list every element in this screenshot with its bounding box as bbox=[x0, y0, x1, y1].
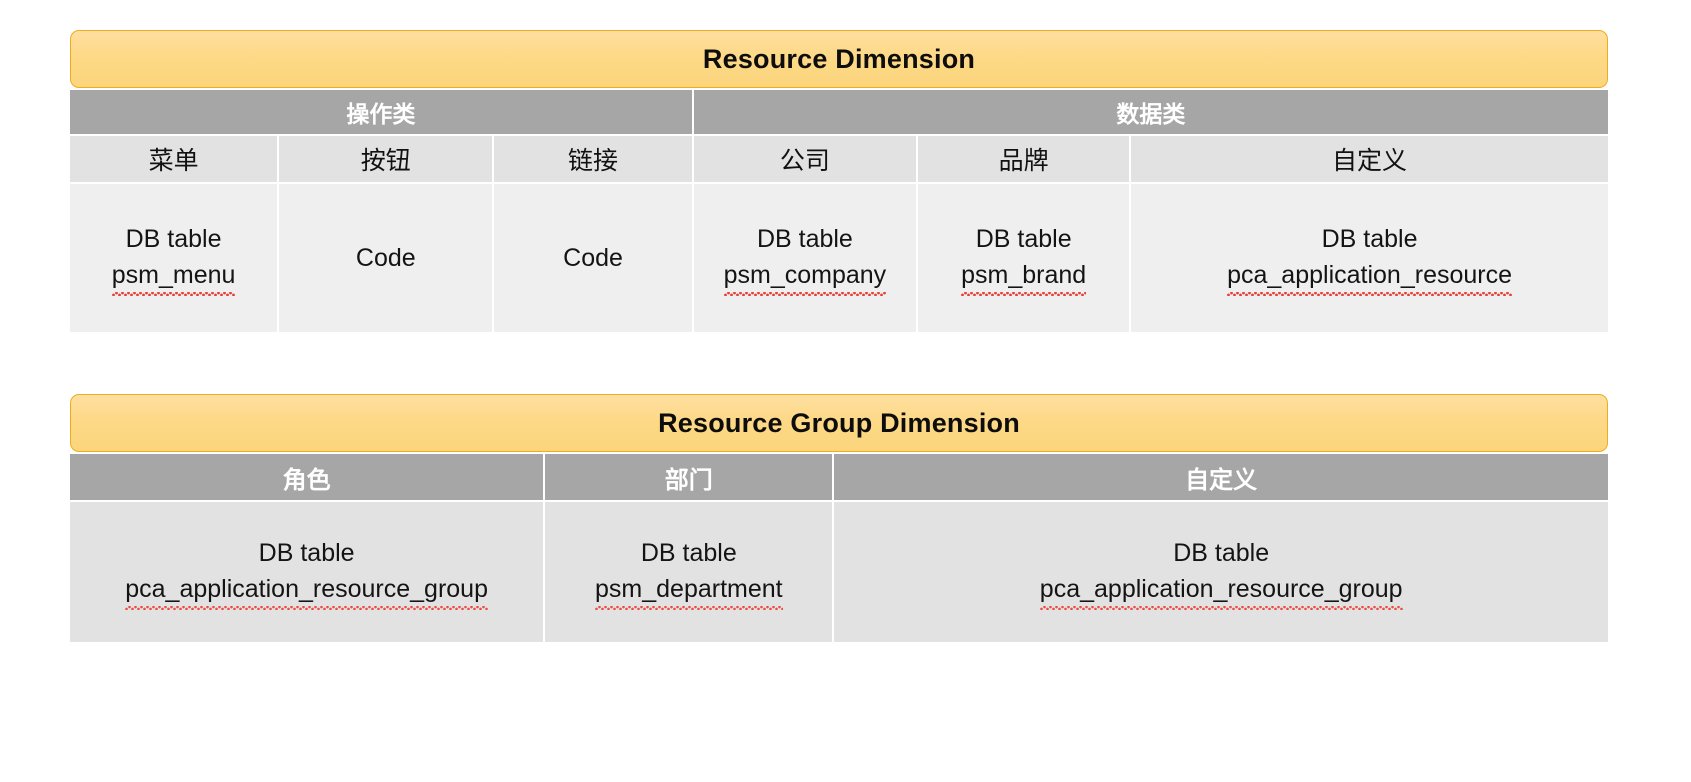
column-header-button-label: 按钮 bbox=[360, 147, 411, 175]
column-header-company-label: 公司 bbox=[779, 147, 830, 175]
cell-company-line2: psm_company bbox=[723, 257, 886, 297]
cell-role-value: DB table pca_application_resource_group bbox=[70, 502, 546, 642]
column-header-custom: 自定义 bbox=[1131, 136, 1608, 182]
column-header-custom-group: 自定义 bbox=[834, 454, 1608, 500]
group-header-data-label: 数据类 bbox=[1116, 101, 1186, 127]
cell-custom-value: DB table pca_application_resource bbox=[1131, 184, 1608, 332]
cell-link-line1: Code bbox=[563, 243, 623, 272]
column-header-link: 链接 bbox=[494, 136, 694, 182]
cell-company-line1: DB table bbox=[756, 224, 853, 253]
cell-department-line1: DB table bbox=[640, 538, 737, 567]
column-header-company: 公司 bbox=[693, 136, 919, 182]
column-header-role-label: 角色 bbox=[282, 466, 331, 494]
cell-link-value: Code bbox=[494, 184, 694, 332]
cell-menu-value: DB table psm_menu bbox=[70, 184, 280, 332]
column-header-brand-label: 品牌 bbox=[998, 147, 1049, 175]
column-header-custom-group-label: 自定义 bbox=[1185, 466, 1258, 494]
resource-dimension-table: Resource Dimension 操作类 数据类 菜单 按钮 链接 公司 bbox=[70, 30, 1608, 332]
column-header-role: 角色 bbox=[70, 454, 546, 500]
column-header-brand: 品牌 bbox=[918, 136, 1132, 182]
resource-group-dimension-column-header-row: 角色 部门 自定义 bbox=[70, 454, 1608, 500]
table-row: DB table psm_menu Code Code DB table psm… bbox=[70, 184, 1608, 332]
cell-button-line1: Code bbox=[355, 243, 416, 272]
column-header-menu-label: 菜单 bbox=[148, 147, 199, 175]
cell-company-value: DB table psm_company bbox=[693, 184, 919, 332]
cell-department-value: DB table psm_department bbox=[545, 502, 835, 642]
cell-custom-group-value: DB table pca_application_resource_group bbox=[834, 502, 1608, 642]
cell-role-line2: pca_application_resource_group bbox=[125, 571, 488, 611]
column-header-button: 按钮 bbox=[279, 136, 495, 182]
cell-custom-group-line2: pca_application_resource_group bbox=[1039, 571, 1403, 611]
table-row: DB table pca_application_resource_group … bbox=[70, 502, 1608, 642]
resource-group-dimension-title-bar: Resource Group Dimension bbox=[70, 394, 1608, 452]
column-header-department-label: 部门 bbox=[664, 466, 713, 494]
cell-menu-line1: DB table bbox=[125, 224, 222, 253]
resource-dimension-title: Resource Dimension bbox=[702, 43, 976, 74]
group-header-operation: 操作类 bbox=[70, 90, 694, 134]
cell-custom-group-line1: DB table bbox=[1173, 538, 1270, 567]
resource-group-dimension-table: Resource Group Dimension 角色 部门 自定义 DB ta… bbox=[70, 394, 1608, 642]
cell-brand-line2: psm_brand bbox=[961, 257, 1087, 297]
group-header-data: 数据类 bbox=[693, 90, 1608, 134]
cell-custom-line1: DB table bbox=[1321, 224, 1418, 253]
resource-group-dimension-title: Resource Group Dimension bbox=[658, 407, 1020, 438]
cell-department-line2: psm_department bbox=[595, 571, 783, 611]
cell-brand-value: DB table psm_brand bbox=[918, 184, 1132, 332]
cell-role-line1: DB table bbox=[258, 538, 355, 567]
resource-dimension-group-header-row: 操作类 数据类 bbox=[70, 90, 1608, 134]
column-header-link-label: 链接 bbox=[568, 147, 619, 175]
cell-brand-line1: DB table bbox=[975, 224, 1072, 253]
column-header-department: 部门 bbox=[545, 454, 835, 500]
cell-button-value: Code bbox=[279, 184, 495, 332]
cell-menu-line2: psm_menu bbox=[111, 257, 235, 297]
cell-custom-line2: pca_application_resource bbox=[1227, 257, 1512, 297]
resource-dimension-title-bar: Resource Dimension bbox=[70, 30, 1608, 88]
group-header-operation-label: 操作类 bbox=[346, 101, 416, 127]
resource-dimension-column-header-row: 菜单 按钮 链接 公司 品牌 自定义 bbox=[70, 136, 1608, 182]
column-header-custom-label: 自定义 bbox=[1332, 147, 1408, 175]
column-header-menu: 菜单 bbox=[70, 136, 280, 182]
